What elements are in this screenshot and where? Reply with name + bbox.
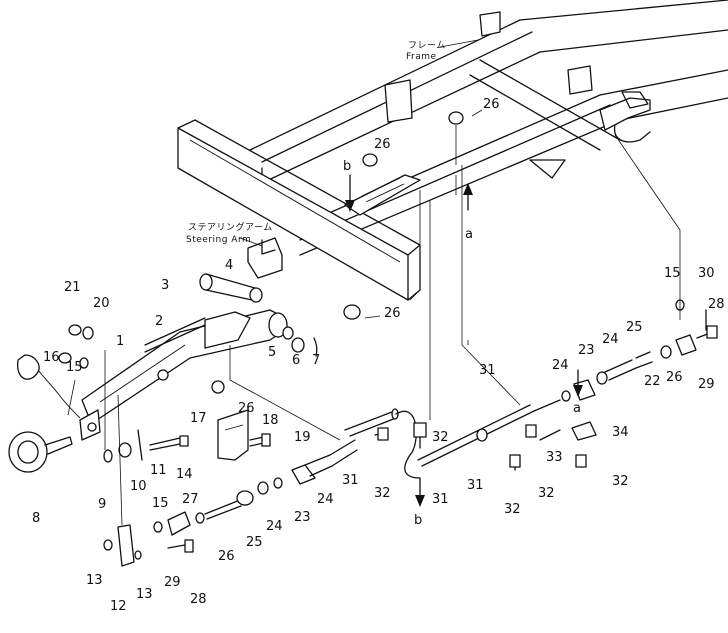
rod-31-upper	[413, 404, 587, 471]
callout-15a: 15	[66, 360, 83, 375]
callout-28a: 28	[190, 592, 207, 607]
direction-arrows	[345, 174, 583, 507]
callout-6: 6	[292, 353, 300, 368]
nut-washer-stack	[58, 324, 318, 463]
callout-30: 30	[698, 266, 715, 281]
callout-24a: 24	[317, 492, 334, 507]
steering-arm-bracket	[247, 237, 283, 279]
callout-13b: 13	[136, 587, 153, 602]
callout-31b: 31	[479, 363, 496, 378]
callout-20: 20	[93, 296, 110, 311]
lower-link-12	[103, 511, 194, 567]
view-letter-a-right: a	[573, 401, 581, 416]
callout-numbers: 1 2 3 4 5 6 7 8 9 10 11 12 13 13 14 15 1…	[32, 97, 725, 614]
callout-26a: 26	[483, 97, 500, 112]
frame-assembly	[177, 0, 728, 301]
callout-15c: 15	[664, 266, 681, 281]
pivot-pin-4	[199, 273, 263, 303]
bolt-19	[249, 433, 271, 447]
callout-34: 34	[612, 425, 629, 440]
lower-cable-assembly	[195, 439, 358, 524]
callout-25b: 25	[626, 320, 643, 335]
callout-29b: 29	[698, 377, 715, 392]
callout-17: 17	[190, 411, 207, 426]
callout-9: 9	[98, 497, 106, 512]
callout-26e: 26	[218, 549, 235, 564]
tow-ring-8	[8, 354, 81, 473]
callout-15b: 15	[152, 496, 169, 511]
frame-label-jp: フレーム	[408, 40, 446, 51]
callout-21: 21	[64, 280, 81, 295]
view-letter-b-bottom: b	[414, 513, 422, 528]
cable-loop-b	[395, 410, 421, 479]
nut-26-b	[362, 153, 378, 167]
nut-26-top	[448, 111, 464, 125]
clamp-18	[217, 409, 249, 461]
callout-27: 27	[182, 492, 199, 507]
frame-label-leader	[439, 39, 479, 48]
bolt-14	[149, 435, 189, 451]
callout-26d: 26	[238, 401, 255, 416]
callout-13a: 13	[86, 573, 103, 588]
callout-33: 33	[546, 450, 563, 465]
callout-24c: 24	[552, 358, 569, 373]
callout-32b: 32	[432, 430, 449, 445]
callout-10: 10	[130, 479, 147, 494]
callout-26c: 26	[384, 306, 401, 321]
callout-2: 2	[155, 314, 163, 329]
callout-29a: 29	[164, 575, 181, 590]
callout-26f: 26	[666, 370, 683, 385]
callout-25a: 25	[246, 535, 263, 550]
callout-14: 14	[176, 467, 193, 482]
callout-31d: 31	[467, 478, 484, 493]
callout-12: 12	[110, 599, 127, 614]
callout-22: 22	[644, 374, 661, 389]
callout-18: 18	[262, 413, 279, 428]
nut-26-mid	[343, 304, 361, 320]
callout-32c: 32	[504, 502, 521, 517]
callout-26b: 26	[374, 137, 391, 152]
callout-31a: 31	[342, 473, 359, 488]
clip-34	[539, 421, 597, 441]
callout-19: 19	[294, 430, 311, 445]
callout-28b: 28	[708, 297, 725, 312]
callout-7: 7	[312, 353, 320, 368]
callout-5: 5	[268, 345, 276, 360]
callout-24b: 24	[266, 519, 283, 534]
callout-1: 1	[116, 334, 124, 349]
callout-8: 8	[32, 511, 40, 526]
callout-31c: 31	[432, 492, 449, 507]
view-letter-b-top: b	[343, 159, 351, 174]
rod-31-lower	[344, 408, 399, 441]
steering-arm-1	[79, 309, 288, 441]
view-letter-a-top: a	[465, 227, 473, 242]
callout-32e: 32	[612, 474, 629, 489]
callout-32a: 32	[374, 486, 391, 501]
steering-arm-label-leader	[239, 237, 263, 247]
leader-lines	[67, 109, 681, 526]
steering-arm-label-en: Steering Arm	[186, 235, 251, 245]
callout-23a: 23	[294, 510, 311, 525]
steering-arm-label-jp: ステアリングアーム	[188, 221, 273, 233]
callout-32d: 32	[538, 486, 555, 501]
callout-3: 3	[161, 278, 169, 293]
right-cable-assembly	[533, 299, 718, 412]
callout-11: 11	[150, 463, 167, 478]
frame-label-en: Frame	[406, 52, 437, 62]
callout-23b: 23	[578, 343, 595, 358]
callout-24d: 24	[602, 332, 619, 347]
callout-4: 4	[225, 258, 233, 273]
callout-16: 16	[43, 350, 60, 365]
